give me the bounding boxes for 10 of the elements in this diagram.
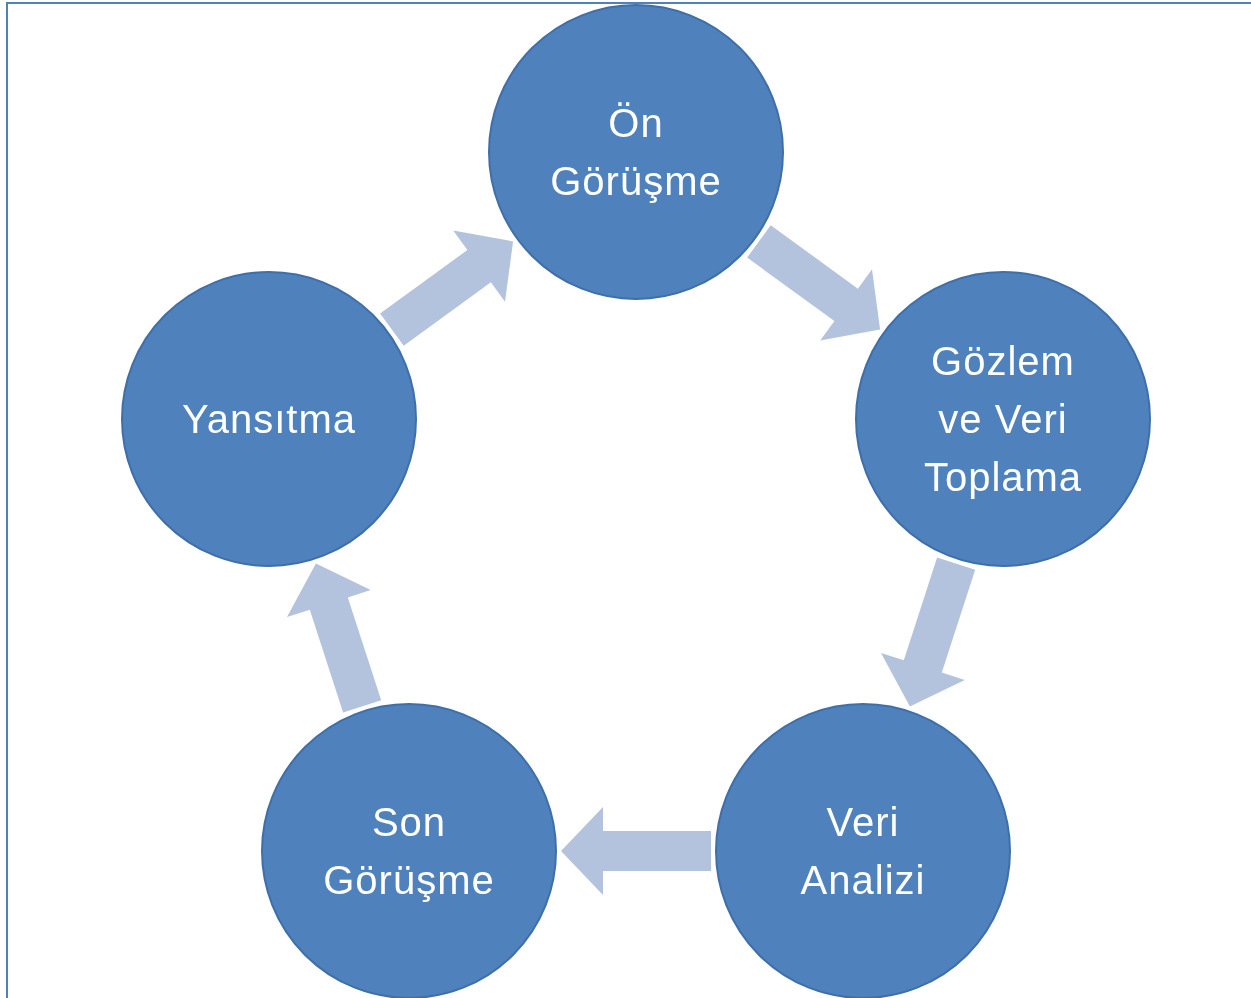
block-arrow bbox=[881, 557, 976, 707]
block-arrow bbox=[561, 807, 711, 895]
node-label: Veri Analizi bbox=[799, 799, 927, 904]
block-arrow bbox=[747, 225, 881, 341]
node-label: Gözlem ve Veri Toplama bbox=[922, 338, 1084, 501]
node-label: Yansıtma bbox=[182, 396, 356, 443]
node-label: Son Görüşme bbox=[322, 799, 496, 904]
block-arrow bbox=[380, 230, 514, 346]
block-arrow bbox=[287, 563, 382, 713]
node-label: Ön Görüşme bbox=[549, 100, 723, 205]
